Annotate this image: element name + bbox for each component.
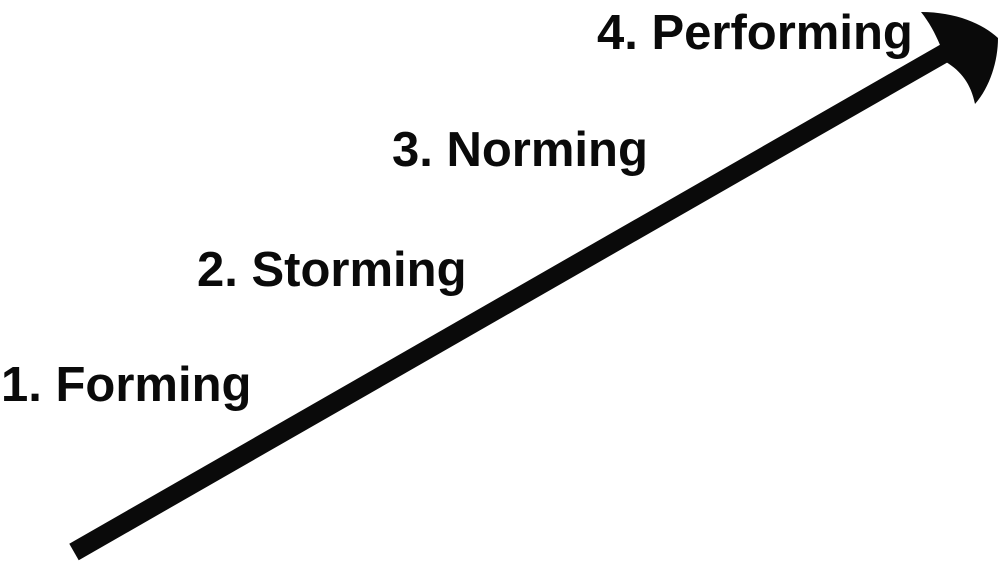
- arrow-head-icon: [921, 12, 998, 104]
- stage-label-forming: 1. Forming: [1, 358, 252, 412]
- stage-label-performing: 4. Performing: [597, 6, 913, 60]
- stage-label-storming: 2. Storming: [197, 243, 467, 297]
- arrow-shaft: [69, 41, 955, 561]
- stage-label-norming: 3. Norming: [392, 123, 648, 177]
